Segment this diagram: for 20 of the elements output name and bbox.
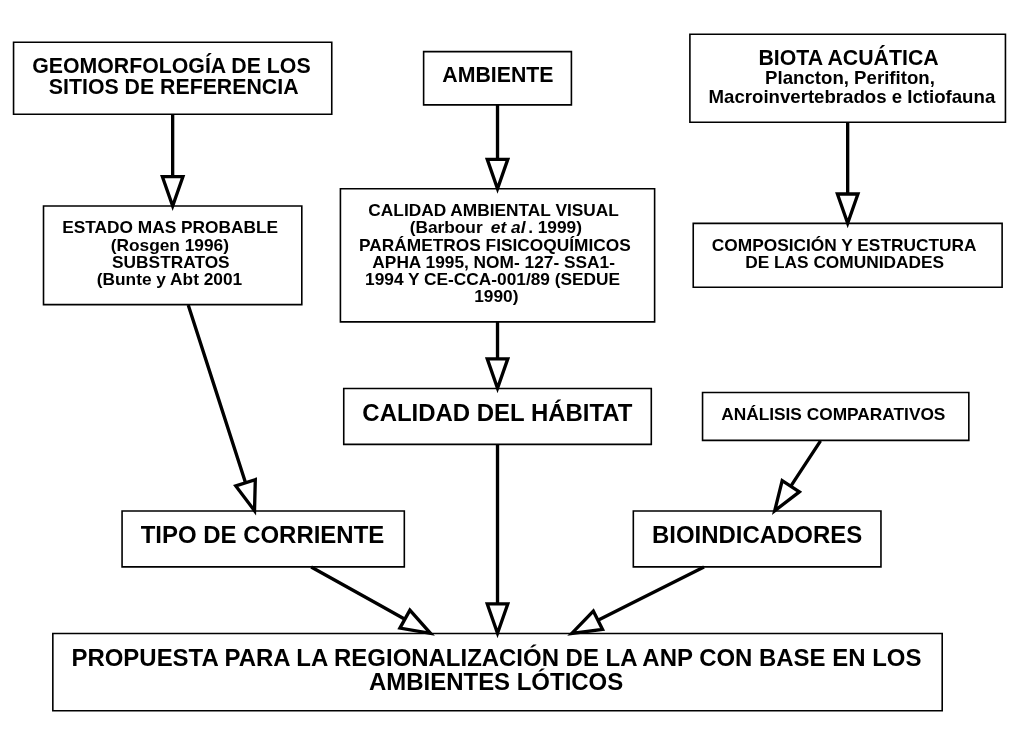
node-box: GEOMORFOLOGÍA DE LOS SITIOS DE REFERENCIA — [12, 41, 333, 115]
arrow — [186, 303, 258, 515]
arrow — [835, 121, 861, 228]
arrow — [484, 444, 511, 638]
node-box: CALIDAD DEL HÁBITAT — [342, 387, 653, 445]
node-box: CALIDAD AMBIENTAL VISUAL (Barbour et al. 1999) PARÁMETROS FISICOQUÍMICOS APHA 1995, NOM- 127- SSA1- 1994 Y CE-CCA-001/89 (SEDUE 1990) — [339, 187, 656, 323]
node-box: ANÁLISIS COMPARATIVOS — [701, 391, 970, 441]
node-box: BIOINDICADORES — [632, 509, 882, 568]
arrow — [567, 565, 705, 636]
arrow — [771, 439, 822, 515]
node-box: ESTADO MAS PROBABLE (Rosgen 1996) SUBSTRATOS (Bunte y Abt 2001 — [42, 204, 303, 305]
node-box: BIOTA ACUÁTICA Plancton, Perifiton, Macroinvertebrados e Ictiofauna — [689, 33, 1007, 123]
arrow — [160, 113, 186, 211]
arrow — [484, 321, 511, 393]
node-box: AMBIENTE — [422, 50, 573, 106]
node-box: TIPO DE CORRIENTE — [121, 509, 406, 568]
arrow — [310, 565, 435, 636]
node-box: PROPUESTA PARA LA REGIONALIZACIÓN DE LA ANP CON BASE EN LOS AMBIENTES LÓTICOS — [52, 632, 943, 711]
node-box: COMPOSICIÓN Y ESTRUCTURA DE LAS COMUNIDADES — [692, 222, 1003, 288]
arrow — [484, 104, 511, 194]
